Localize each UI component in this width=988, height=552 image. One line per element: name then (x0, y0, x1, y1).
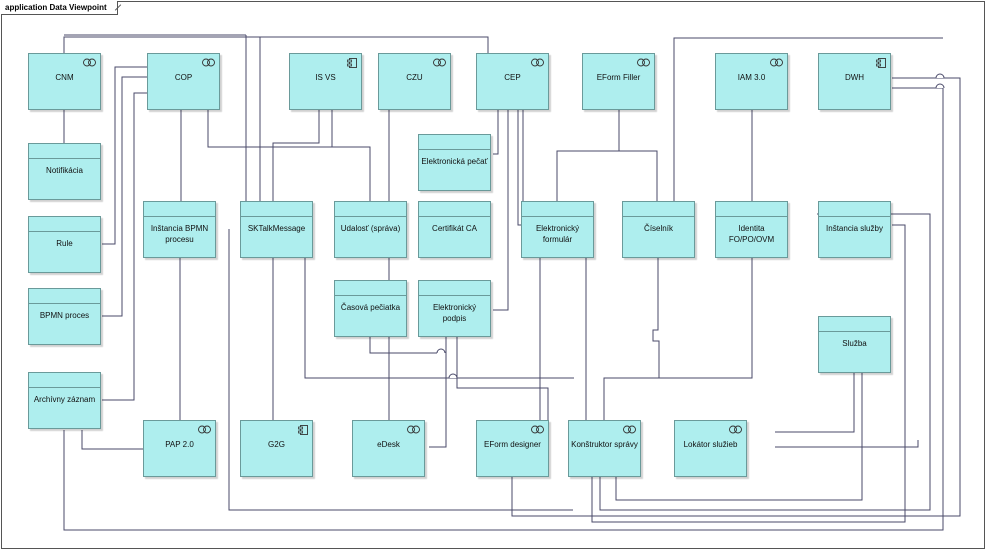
interface-icon (637, 58, 650, 67)
interface-icon (729, 425, 742, 434)
node-rule[interactable]: Rule (28, 216, 101, 273)
component-icon (876, 58, 886, 68)
node-identita[interactable]: Identita FO/PO/OVM (715, 201, 788, 258)
node-label: Inštancia služby (826, 224, 883, 233)
node-label: Elektronická pečať (421, 157, 488, 166)
node-cnm[interactable]: CNM (28, 53, 101, 110)
object-header-bar (241, 201, 312, 217)
object-header-bar (29, 288, 100, 304)
object-header-bar (522, 201, 593, 217)
node-label: Archívny záznam (33, 395, 96, 404)
interface-icon (531, 425, 544, 434)
interface-icon (433, 58, 446, 67)
node-is-vs[interactable]: IS VS (289, 53, 362, 110)
node-iam[interactable]: IAM 3.0 (715, 53, 788, 110)
node-label: Elektronický formulár (535, 224, 580, 244)
object-header-bar (419, 201, 490, 217)
object-header-bar (419, 134, 490, 150)
diagram-title: application Data Viewpoint (1, 1, 118, 15)
node-eform-filler[interactable]: EForm Filler (582, 53, 655, 110)
node-label: EForm designer (484, 440, 541, 449)
node-label: Rule (56, 239, 73, 248)
node-g2g[interactable]: G2G (240, 420, 313, 477)
node-sluzba[interactable]: Služba (818, 316, 891, 373)
object-header-bar (819, 201, 890, 217)
node-elektronicky-podpis[interactable]: Elektronický podpis (418, 280, 491, 337)
node-label: PAP 2.0 (165, 440, 194, 449)
node-certifikat-ca[interactable]: Certifikát CA (418, 201, 491, 258)
node-label: Identita FO/PO/OVM (728, 224, 775, 244)
node-label: IS VS (315, 73, 336, 82)
object-header-bar (335, 280, 406, 296)
node-czu[interactable]: CZU (378, 53, 451, 110)
node-label: eDesk (377, 440, 400, 449)
node-label: Časová pečiatka (340, 303, 401, 312)
node-instancia-bpmn[interactable]: Inštancia BPMN procesu (143, 201, 216, 258)
node-label: Notifikácia (46, 166, 83, 175)
node-edesk[interactable]: eDesk (352, 420, 425, 477)
interface-icon (531, 58, 544, 67)
component-icon (298, 425, 308, 435)
node-dwh[interactable]: DWH (818, 53, 891, 110)
node-label: EForm Filler (596, 73, 641, 82)
object-header-bar (29, 143, 100, 159)
interface-icon (83, 58, 96, 67)
interface-icon (407, 425, 420, 434)
node-label: Služba (842, 339, 867, 348)
node-label: G2G (268, 440, 285, 449)
node-udalost[interactable]: Udalosť (správa) (334, 201, 407, 258)
node-label: Elektronický podpis (432, 303, 477, 323)
interface-icon (202, 58, 215, 67)
object-header-bar (419, 280, 490, 296)
node-lokator-sluzieb[interactable]: Lokátor služieb (674, 420, 747, 477)
node-konstruktor-spravy[interactable]: Konštruktor správy (568, 420, 641, 477)
object-header-bar (623, 201, 694, 217)
interface-icon (770, 58, 783, 67)
node-pap[interactable]: PAP 2.0 (143, 420, 216, 477)
node-label: CNM (55, 73, 74, 82)
component-icon (347, 58, 357, 68)
object-header-bar (819, 316, 890, 332)
interface-icon (623, 425, 636, 434)
node-cop[interactable]: COP (147, 53, 220, 110)
node-label: Konštruktor správy (571, 440, 638, 449)
node-casova-peciatka[interactable]: Časová pečiatka (334, 280, 407, 337)
node-ciselnik[interactable]: Číselník (622, 201, 695, 258)
node-eform-designer[interactable]: EForm designer (476, 420, 549, 477)
node-label: COP (174, 73, 193, 82)
node-elektronicka-pecat[interactable]: Elektronická pečať (418, 134, 491, 191)
node-label: IAM 3.0 (737, 73, 766, 82)
node-label: CEP (504, 73, 521, 82)
object-header-bar (29, 216, 100, 232)
object-header-bar (29, 372, 100, 388)
node-label: Inštancia BPMN procesu (150, 224, 209, 244)
node-elektronicky-formular[interactable]: Elektronický formulár (521, 201, 594, 258)
node-cep[interactable]: CEP (476, 53, 549, 110)
object-header-bar (144, 201, 215, 217)
node-notifikacia[interactable]: Notifikácia (28, 143, 101, 200)
node-label: Číselník (644, 224, 673, 233)
node-instancia-sluzby[interactable]: Inštancia služby (818, 201, 891, 258)
object-header-bar (716, 201, 787, 217)
node-label: Lokátor služieb (683, 440, 738, 449)
node-sktalkmessage[interactable]: SKTalkMessage (240, 201, 313, 258)
node-archivny-zaznam[interactable]: Archívny záznam (28, 372, 101, 429)
interface-icon (198, 425, 211, 434)
node-label: Udalosť (správa) (340, 224, 401, 233)
node-label: SKTalkMessage (247, 224, 306, 233)
node-label: Certifikát CA (432, 224, 477, 233)
node-bpmn-proces[interactable]: BPMN proces (28, 288, 101, 345)
object-header-bar (335, 201, 406, 217)
node-label: DWH (844, 73, 865, 82)
node-label: CZU (406, 73, 423, 82)
node-label: BPMN proces (39, 311, 90, 320)
